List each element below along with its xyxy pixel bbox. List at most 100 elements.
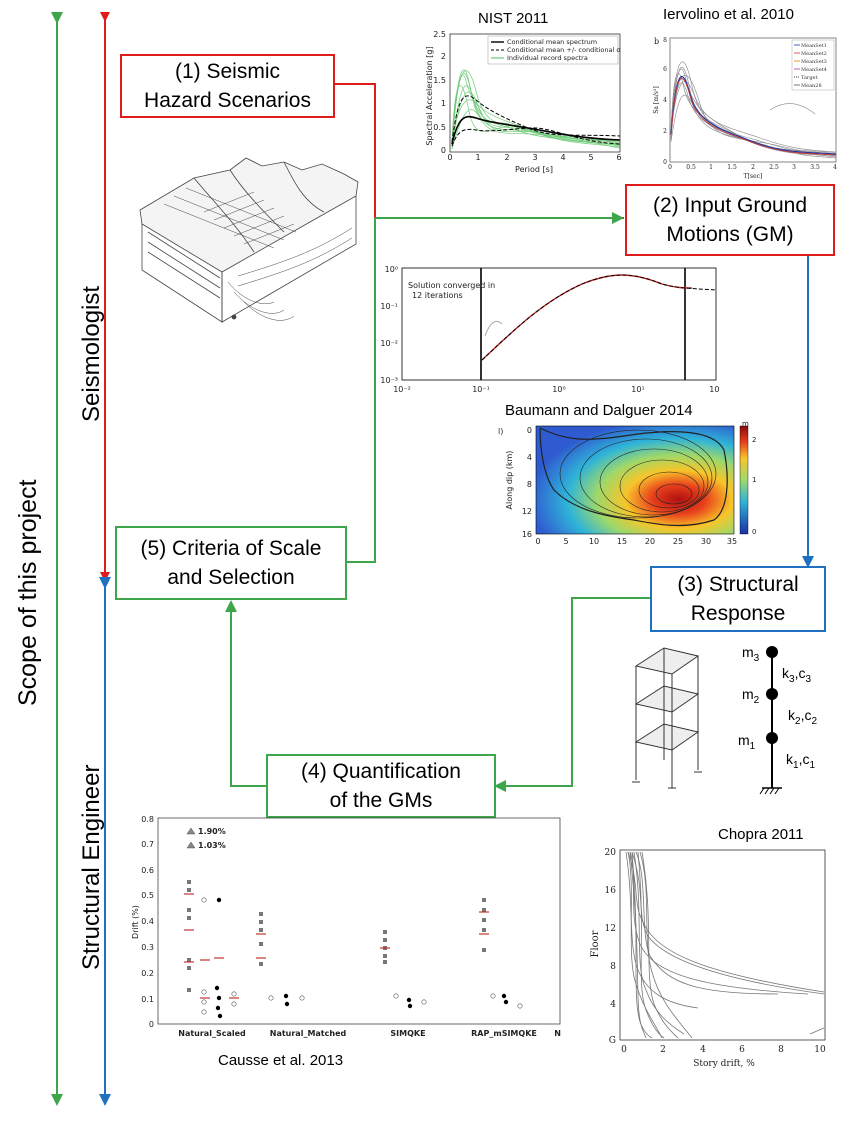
convergence-note-2: 12 iterations	[412, 291, 463, 300]
svg-text:3.5: 3.5	[810, 164, 820, 171]
convergence-plot: Solution converged in 12 iterations 10⁰ …	[372, 262, 720, 396]
svg-text:0: 0	[527, 426, 532, 435]
story-drift-profile-plot: 20 16 12 8 4 G 0 2 4 6 8 10 Story drift,…	[588, 844, 828, 1074]
svg-text:0: 0	[447, 153, 452, 162]
svg-text:MeanSet2: MeanSet2	[801, 51, 827, 57]
svg-text:MeanSet3: MeanSet3	[801, 59, 827, 65]
svg-text:4: 4	[663, 97, 667, 104]
fault-block-sketch	[134, 152, 364, 332]
svg-text:4: 4	[833, 164, 837, 171]
svg-text:20: 20	[605, 848, 617, 858]
drift-category-3: SIMQKE	[390, 1029, 425, 1038]
convergence-note-1: Solution converged in	[408, 281, 495, 290]
svg-text:0.5: 0.5	[141, 891, 154, 900]
svg-text:10⁰: 10⁰	[385, 265, 398, 274]
svg-text:G: G	[609, 1036, 616, 1046]
svg-text:10: 10	[814, 1045, 826, 1055]
svg-text:2: 2	[660, 1045, 666, 1055]
svg-text:0: 0	[668, 164, 672, 171]
svg-text:10⁻¹: 10⁻¹	[380, 302, 398, 311]
svg-text:2: 2	[752, 436, 756, 444]
svg-text:0.2: 0.2	[141, 969, 154, 978]
svg-text:10⁻¹: 10⁻¹	[472, 385, 490, 394]
svg-text:8: 8	[527, 480, 532, 489]
svg-text:15: 15	[617, 537, 627, 546]
svg-text:m1: m1	[738, 732, 756, 752]
svg-text:1: 1	[709, 164, 713, 171]
svg-text:m2: m2	[742, 686, 760, 706]
caption-causse: Causse et al. 2013	[218, 1052, 344, 1069]
svg-text:10¹: 10¹	[631, 385, 644, 394]
svg-text:2: 2	[441, 52, 446, 61]
iervolino-spectrum-plot: b MeanSet1 MeanSet2 MeanSet3 MeanSet4	[650, 30, 840, 180]
caption-nist: NIST 2011	[478, 10, 549, 27]
rupture-ylabel: Along dip (km)	[505, 451, 514, 510]
svg-text:2: 2	[663, 128, 667, 135]
svg-text:20: 20	[645, 537, 655, 546]
svg-text:0: 0	[535, 537, 540, 546]
box-criteria-scale-selection[interactable]: (5) Criteria of Scale and Selection	[115, 526, 347, 600]
svg-text:6: 6	[739, 1045, 745, 1055]
svg-text:16: 16	[605, 886, 617, 896]
stick-model-diagram: m3 m2 m1 k3,c3 k2,c2 k1,c1	[734, 640, 834, 800]
svg-text:4: 4	[610, 1000, 616, 1010]
box-seismic-hazard-scenarios[interactable]: (1) Seismic Hazard Scenarios	[120, 54, 335, 118]
svg-text:10: 10	[589, 537, 599, 546]
svg-text:1.5: 1.5	[433, 76, 446, 85]
svg-text:0: 0	[621, 1045, 627, 1055]
svg-text:8: 8	[610, 962, 616, 972]
caption-chopra: Chopra 2011	[718, 826, 804, 843]
svg-text:1: 1	[752, 476, 756, 484]
svg-text:3: 3	[792, 164, 796, 171]
svg-text:l): l)	[498, 427, 503, 436]
svg-text:0: 0	[663, 159, 667, 166]
svg-text:0: 0	[752, 528, 756, 536]
mass-2	[766, 688, 778, 700]
svg-text:0: 0	[149, 1020, 154, 1029]
nist-xlabel: Period [s]	[515, 165, 553, 174]
iervolino-ylabel: Sa [m/s²]	[653, 86, 660, 113]
svg-text:0.5: 0.5	[433, 123, 446, 132]
svg-text:0.5: 0.5	[686, 164, 696, 171]
arrow-5-to-2	[346, 218, 376, 563]
box-input-ground-motions[interactable]: (2) Input Ground Motions (GM)	[625, 184, 835, 256]
rupture-slip-map: l) m 2 1 0 0 4 8 12 16 0 5 10 15 2	[494, 420, 770, 550]
nist-legend-3: Individual record spectra	[507, 54, 588, 62]
svg-text:2.5: 2.5	[433, 30, 446, 39]
svg-text:8: 8	[663, 37, 667, 44]
svg-text:4: 4	[527, 453, 532, 462]
svg-text:0.3: 0.3	[141, 943, 154, 952]
arrow-3-to-4	[494, 597, 650, 792]
svg-text:1: 1	[475, 153, 480, 162]
nist-legend-2: Conditional mean +/- conditional σ	[507, 46, 620, 54]
svg-text:0.8: 0.8	[141, 815, 154, 824]
svg-text:1: 1	[441, 99, 446, 108]
svg-text:m: m	[742, 420, 749, 428]
chopra-ylabel: Floor	[590, 930, 601, 957]
svg-text:1.5: 1.5	[727, 164, 737, 171]
svg-text:6: 6	[663, 66, 667, 73]
seismologist-label: Seismologist	[78, 285, 105, 422]
svg-text:12: 12	[522, 507, 532, 516]
box-quantification-of-gms[interactable]: (4) Quantification of the GMs	[266, 754, 496, 818]
mass-1	[766, 732, 778, 744]
svg-text:MeanSet1: MeanSet1	[801, 43, 827, 49]
svg-text:10⁻²: 10⁻²	[393, 385, 411, 394]
box-structural-response[interactable]: (3) Structural Response	[650, 566, 826, 632]
svg-text:10²: 10²	[709, 385, 720, 394]
svg-text:k3,c3: k3,c3	[782, 665, 811, 685]
chopra-xlabel: Story drift, %	[693, 1059, 755, 1069]
svg-text:10⁻³: 10⁻³	[380, 376, 398, 385]
caption-baumann: Baumann and Dalguer 2014	[505, 402, 693, 419]
mass-3	[766, 646, 778, 658]
svg-text:Mean28: Mean28	[801, 83, 822, 89]
svg-text:4: 4	[700, 1045, 706, 1055]
svg-text:Target: Target	[801, 75, 818, 81]
svg-text:0.7: 0.7	[141, 840, 154, 849]
drift-ylabel: Drift (%)	[131, 905, 140, 939]
three-story-frame-sketch	[628, 642, 708, 790]
svg-text:0.4: 0.4	[141, 917, 154, 926]
drift-scatter-plot: 1.90% 1.03% 0 0.1 0.2 0.3 0.4	[130, 812, 564, 1044]
svg-text:k1,c1: k1,c1	[786, 751, 815, 771]
